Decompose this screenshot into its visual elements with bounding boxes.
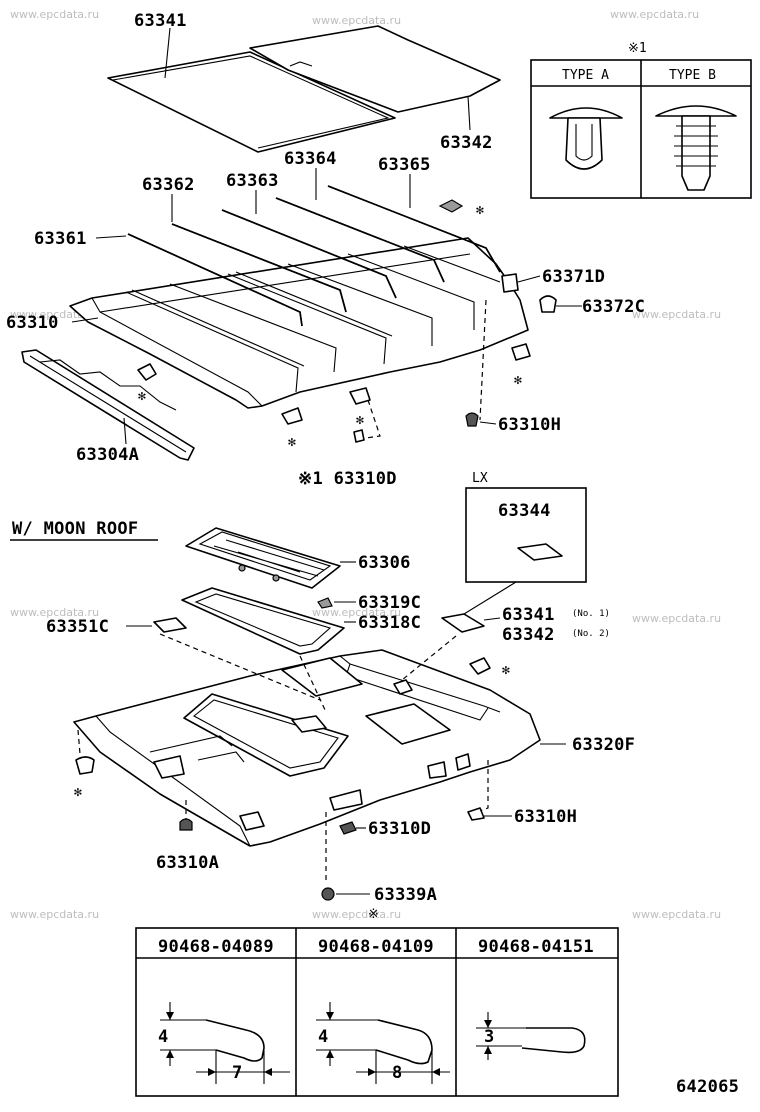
part-63351c-label: 63351C [46, 617, 109, 637]
part-63304a-label: 63304A [76, 445, 139, 465]
lx-box [465, 487, 587, 583]
svg-text:✻: ✻ [74, 785, 82, 800]
clip-col2-label: 90468-04109 [318, 937, 434, 957]
clip-star-right: ✻ [511, 343, 531, 388]
part-63371d-label: 63371D [542, 267, 605, 287]
part-63310h-label: 63310H [498, 415, 561, 435]
watermark: www.epcdata.ru [10, 908, 99, 921]
watermark: www.epcdata.ru [312, 14, 401, 27]
part-63342-label: 63342 [440, 133, 493, 153]
part-63362-label: 63362 [142, 175, 195, 195]
clip-63310d-moon-drawing [339, 821, 357, 835]
dim1-height: 4 [158, 1027, 169, 1047]
watermark: www.epcdata.ru [312, 606, 401, 619]
watermarks: www.epcdata.ru www.epcdata.ru www.epcdat… [10, 8, 721, 921]
clip-90468-04089-icon: 4 7 [158, 1002, 290, 1084]
clip-63310d-drawing [353, 429, 365, 443]
part-63339a-label: 63339A [374, 885, 437, 905]
part-63319c-label: 63319C [358, 593, 421, 613]
pad-63341-drawing [441, 613, 485, 633]
part-63310h-moon-label: 63310H [514, 807, 577, 827]
clip-63339a-drawing [321, 887, 335, 901]
dim1-width: 7 [232, 1063, 243, 1083]
svg-text:✻: ✻ [476, 203, 484, 218]
clip-star-moon-left: ✻ [74, 756, 95, 800]
dim2-width: 8 [392, 1063, 403, 1083]
part-63363-label: 63363 [226, 171, 279, 191]
headlining-63310-drawing [69, 237, 529, 409]
clip-star-moon-right: ✻ [469, 657, 510, 678]
lx-label: LX [472, 471, 488, 486]
part-63310-label: 63310 [6, 313, 59, 333]
roof-rails-drawing [127, 185, 501, 327]
no1-label: (No. 1) [572, 609, 610, 619]
part-63365-label: 63365 [378, 155, 431, 175]
part-63318c-label: 63318C [358, 613, 421, 633]
headlining-63320f-drawing [73, 649, 541, 847]
sheet-63342-drawing [249, 25, 501, 113]
clip-star-left: ✻ [137, 363, 157, 404]
dim2-height: 4 [318, 1027, 329, 1047]
pad-63351c-drawing [153, 617, 187, 633]
watermark: www.epcdata.ru [10, 8, 99, 21]
clip-90468-04151-icon: 3 [476, 1012, 586, 1060]
no2-label: (No. 2) [572, 629, 610, 639]
part-63344-label: 63344 [498, 501, 551, 521]
clip-90468-04109-icon: 4 8 [316, 1002, 450, 1084]
clip-type-a-label: TYPE A [562, 68, 609, 83]
sheet-63341-drawing [107, 51, 396, 153]
watermark: www.epcdata.ru [632, 308, 721, 321]
part-63310d-moon-label: 63310D [368, 819, 431, 839]
clip-type-a-icon [549, 107, 623, 170]
clip-63310h-moon-drawing [467, 807, 485, 821]
sunshade-63306-drawing [185, 527, 341, 589]
clip-table-mark: ※1 [628, 41, 647, 56]
clip-63310h-drawing [465, 412, 479, 427]
part-63320f-label: 63320F [572, 735, 635, 755]
clip-star-mid2: ✻ [349, 387, 371, 428]
clip-63319c-drawing [317, 597, 333, 609]
part-63364-label: 63364 [284, 149, 337, 169]
svg-text:✻: ✻ [514, 373, 522, 388]
diagram-id: 642065 [676, 1077, 739, 1097]
svg-text:✻: ✻ [138, 389, 146, 404]
part-63361-label: 63361 [34, 229, 87, 249]
part-63372c-label: 63372C [582, 297, 645, 317]
clip-type-b-icon [655, 105, 737, 191]
part-63306-label: 63306 [358, 553, 411, 573]
svg-text:✻: ✻ [502, 663, 510, 678]
clip-star-top: ✻ [438, 199, 484, 218]
svg-text:✻: ✻ [356, 413, 364, 428]
part-63310d-star-label: ※1 63310D [298, 469, 397, 489]
bar-63304a-drawing [21, 349, 195, 461]
watermark: www.epcdata.ru [632, 612, 721, 625]
clip-spec-table: ※ 90468-04089 90468-04109 90468-04151 4 … [135, 907, 619, 1097]
part-63342-no2-label: 63342 [502, 625, 555, 645]
bracket-63371d-drawing [501, 273, 519, 293]
pad-63344-drawing [517, 543, 563, 561]
clip-63372c-drawing [539, 295, 557, 313]
bottom-table-mark: ※ [368, 907, 379, 922]
svg-text:✻: ✻ [288, 435, 296, 450]
part-63341-label: 63341 [134, 11, 187, 31]
part-63341-no1-label: 63341 [502, 605, 555, 625]
clip-type-table: ※1 TYPE A TYPE B [530, 41, 752, 199]
clip-col1-label: 90468-04089 [158, 937, 274, 957]
moon-roof-heading: W/ MOON ROOF [12, 519, 138, 539]
watermark: www.epcdata.ru [632, 908, 721, 921]
watermark: www.epcdata.ru [10, 606, 99, 619]
watermark: www.epcdata.ru [312, 908, 401, 921]
watermark: www.epcdata.ru [610, 8, 699, 21]
clip-col3-label: 90468-04151 [478, 937, 594, 957]
frame-63318c-drawing [181, 587, 345, 655]
clip-star-mid1: ✻ [281, 407, 303, 450]
clip-63310a-drawing [179, 818, 193, 831]
clip-type-b-label: TYPE B [669, 68, 716, 83]
part-63310a-label: 63310A [156, 853, 219, 873]
dim3-height: 3 [484, 1027, 495, 1047]
